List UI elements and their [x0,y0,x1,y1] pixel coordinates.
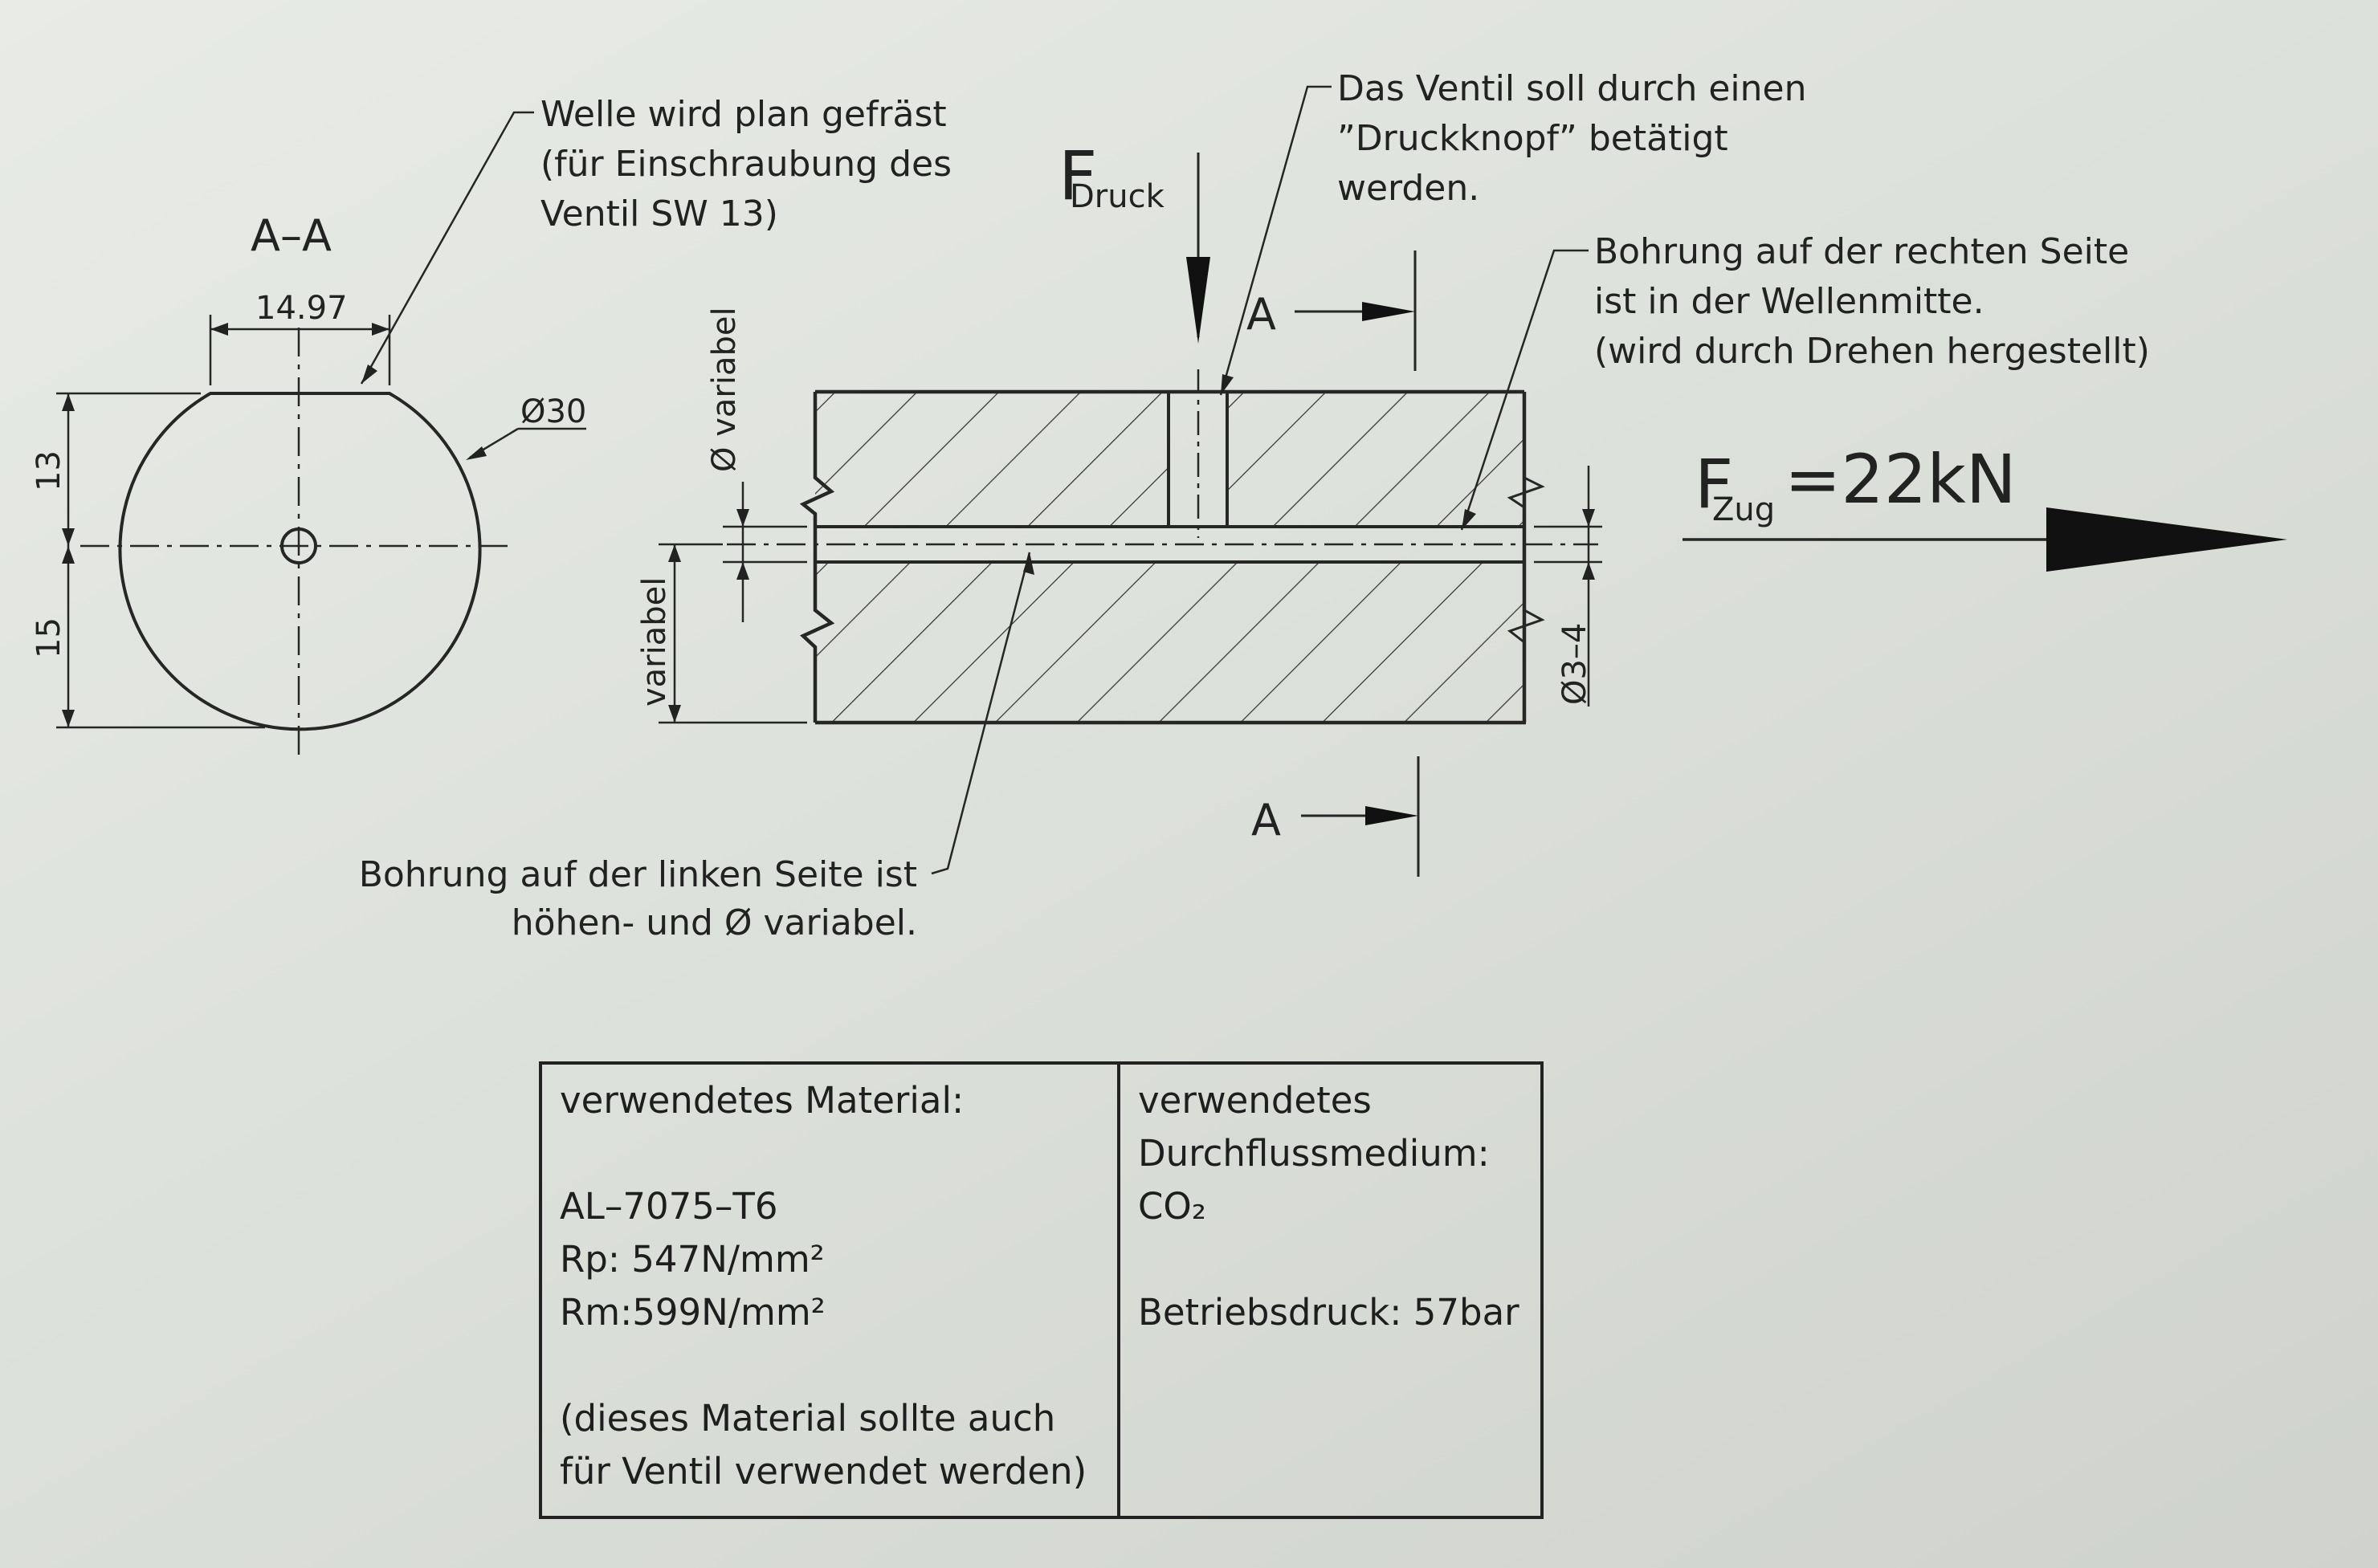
note-push-button: Das Ventil soll durch einen ”Druckknopf”… [1219,68,1807,396]
note-right-bore-line3: (wird durch Drehen hergestellt) [1594,331,2150,372]
lower-height-label: 15 [31,617,67,658]
note-flat-milled-line2: (für Einschraubung des [540,144,952,185]
material-info-table: verwendetes Material: AL–7075–T6 Rp: 547… [539,1061,1544,1519]
right-bore-diameter-label: Ø3–4 [1556,623,1593,705]
section-marker-bottom: A [1251,756,1420,877]
shaft-side-section [727,369,1598,725]
note-left-bore: Bohrung auf der linken Seite ist höhen- … [359,552,1034,943]
note-left-bore-line2: höhen- und Ø variabel. [512,902,917,943]
note-flat-milled-line1: Welle wird plan gefräst [540,94,947,135]
shaft-cross-section [118,392,482,731]
diameter-variable-label: Ø variabel [706,307,743,472]
pull-force-symbol: F [1695,445,1733,523]
material-cell: verwendetes Material: AL–7075–T6 Rp: 547… [542,1065,1120,1516]
section-title: A–A [251,210,332,261]
upper-height-label: 13 [31,450,67,491]
section-view-a-a: A–A 14.97 Ø30 13 15 [31,210,586,761]
medium-cell: verwendetes Durchflussmedium: CO₂ Betrie… [1138,1079,1519,1334]
right-bore-diameter-dimension: Ø3–4 [1534,466,1602,707]
note-push-button-line1: Das Ventil soll durch einen [1337,68,1807,109]
note-left-bore-line1: Bohrung auf der linken Seite ist [359,854,917,895]
pull-force: F Zug =22kN [1683,440,2287,572]
diameter-label: Ø30 [520,393,586,430]
height-variable-label: variabel [636,577,673,707]
left-bore-diameter-dimension: Ø variabel [706,307,807,622]
section-marker-bottom-label: A [1251,795,1281,845]
push-force-subscript: Druck [1070,178,1165,215]
pull-force-subscript: Zug [1712,491,1775,528]
width-dimension-label: 14.97 [255,290,348,327]
note-push-button-line2: ”Druckknopf” betätigt [1337,118,1728,159]
push-force-symbol: F [1058,136,1097,215]
note-right-bore-line1: Bohrung auf der rechten Seite [1594,231,2129,272]
note-push-button-line3: werden. [1337,168,1479,209]
note-right-bore-line2: ist in der Wellenmitte. [1594,281,1984,322]
note-right-bore: Bohrung auf der rechten Seite ist in der… [1460,231,2150,531]
left-bore-height-dimension: variabel [636,543,807,724]
pull-force-value: =22kN [1785,440,2017,519]
note-flat-milled: Welle wird plan gefräst (für Einschraubu… [360,94,952,385]
section-marker-top-label: A [1246,289,1276,340]
section-marker-top: A [1246,250,1417,371]
push-force: F Druck [1058,136,1210,344]
note-flat-milled-line3: Ventil SW 13) [540,193,778,234]
